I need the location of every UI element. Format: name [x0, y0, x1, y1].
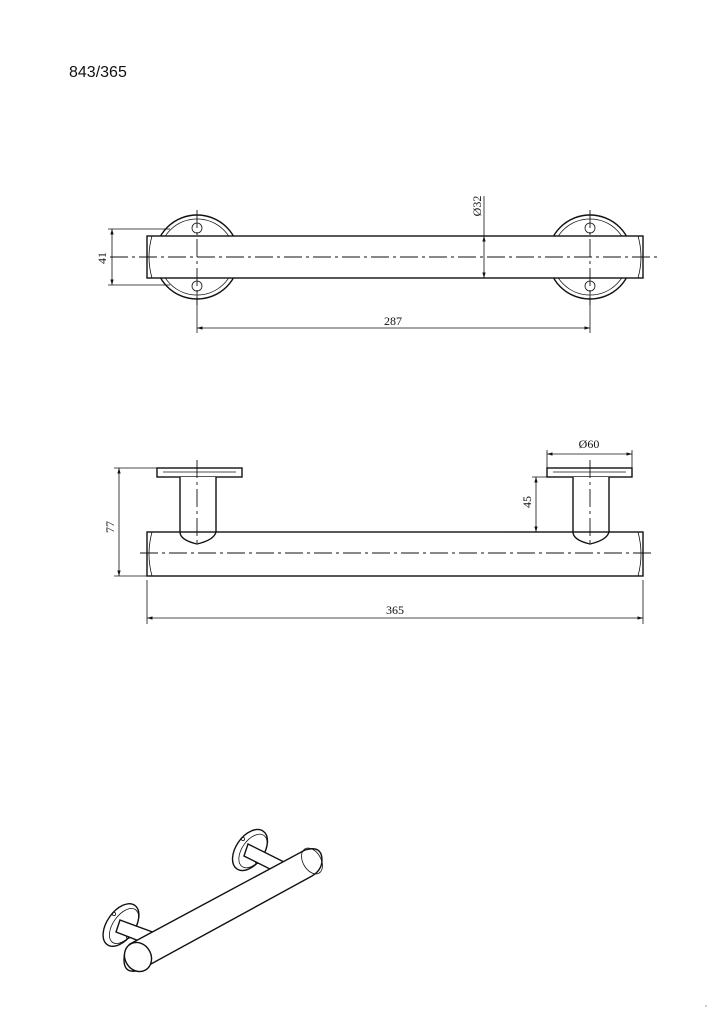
dim-projection-77: 77	[103, 467, 157, 577]
dim-label-41: 41	[95, 252, 109, 264]
dim-label-d60: Ø60	[579, 437, 600, 451]
dim-post-height-45: 45	[520, 476, 573, 532]
dim-overall-length-365: 365	[146, 580, 644, 624]
dim-height-41: 41	[95, 228, 170, 286]
side-view: 77 45 Ø60 365	[103, 437, 652, 624]
dim-label-365: 365	[386, 603, 404, 617]
side-tube	[146, 531, 644, 577]
side-left-flange	[156, 467, 243, 478]
dim-label-287: 287	[384, 314, 402, 328]
dim-hole-spacing-287: 287	[196, 291, 591, 333]
iso-tube	[123, 847, 323, 973]
isometric-view	[102, 828, 323, 973]
side-right-post	[572, 477, 610, 545]
dim-flange-diameter: Ø60	[546, 437, 633, 468]
top-view: 41 Ø32 287	[95, 196, 660, 333]
dim-label-45: 45	[520, 496, 534, 508]
side-left-post	[179, 477, 217, 545]
dim-label-d32: Ø32	[470, 196, 484, 217]
dim-tube-diameter: Ø32	[470, 196, 486, 278]
dim-label-77: 77	[103, 521, 117, 533]
side-right-flange	[546, 467, 633, 478]
corner-mark	[705, 1005, 707, 1007]
part-number: 843/365	[69, 64, 127, 81]
